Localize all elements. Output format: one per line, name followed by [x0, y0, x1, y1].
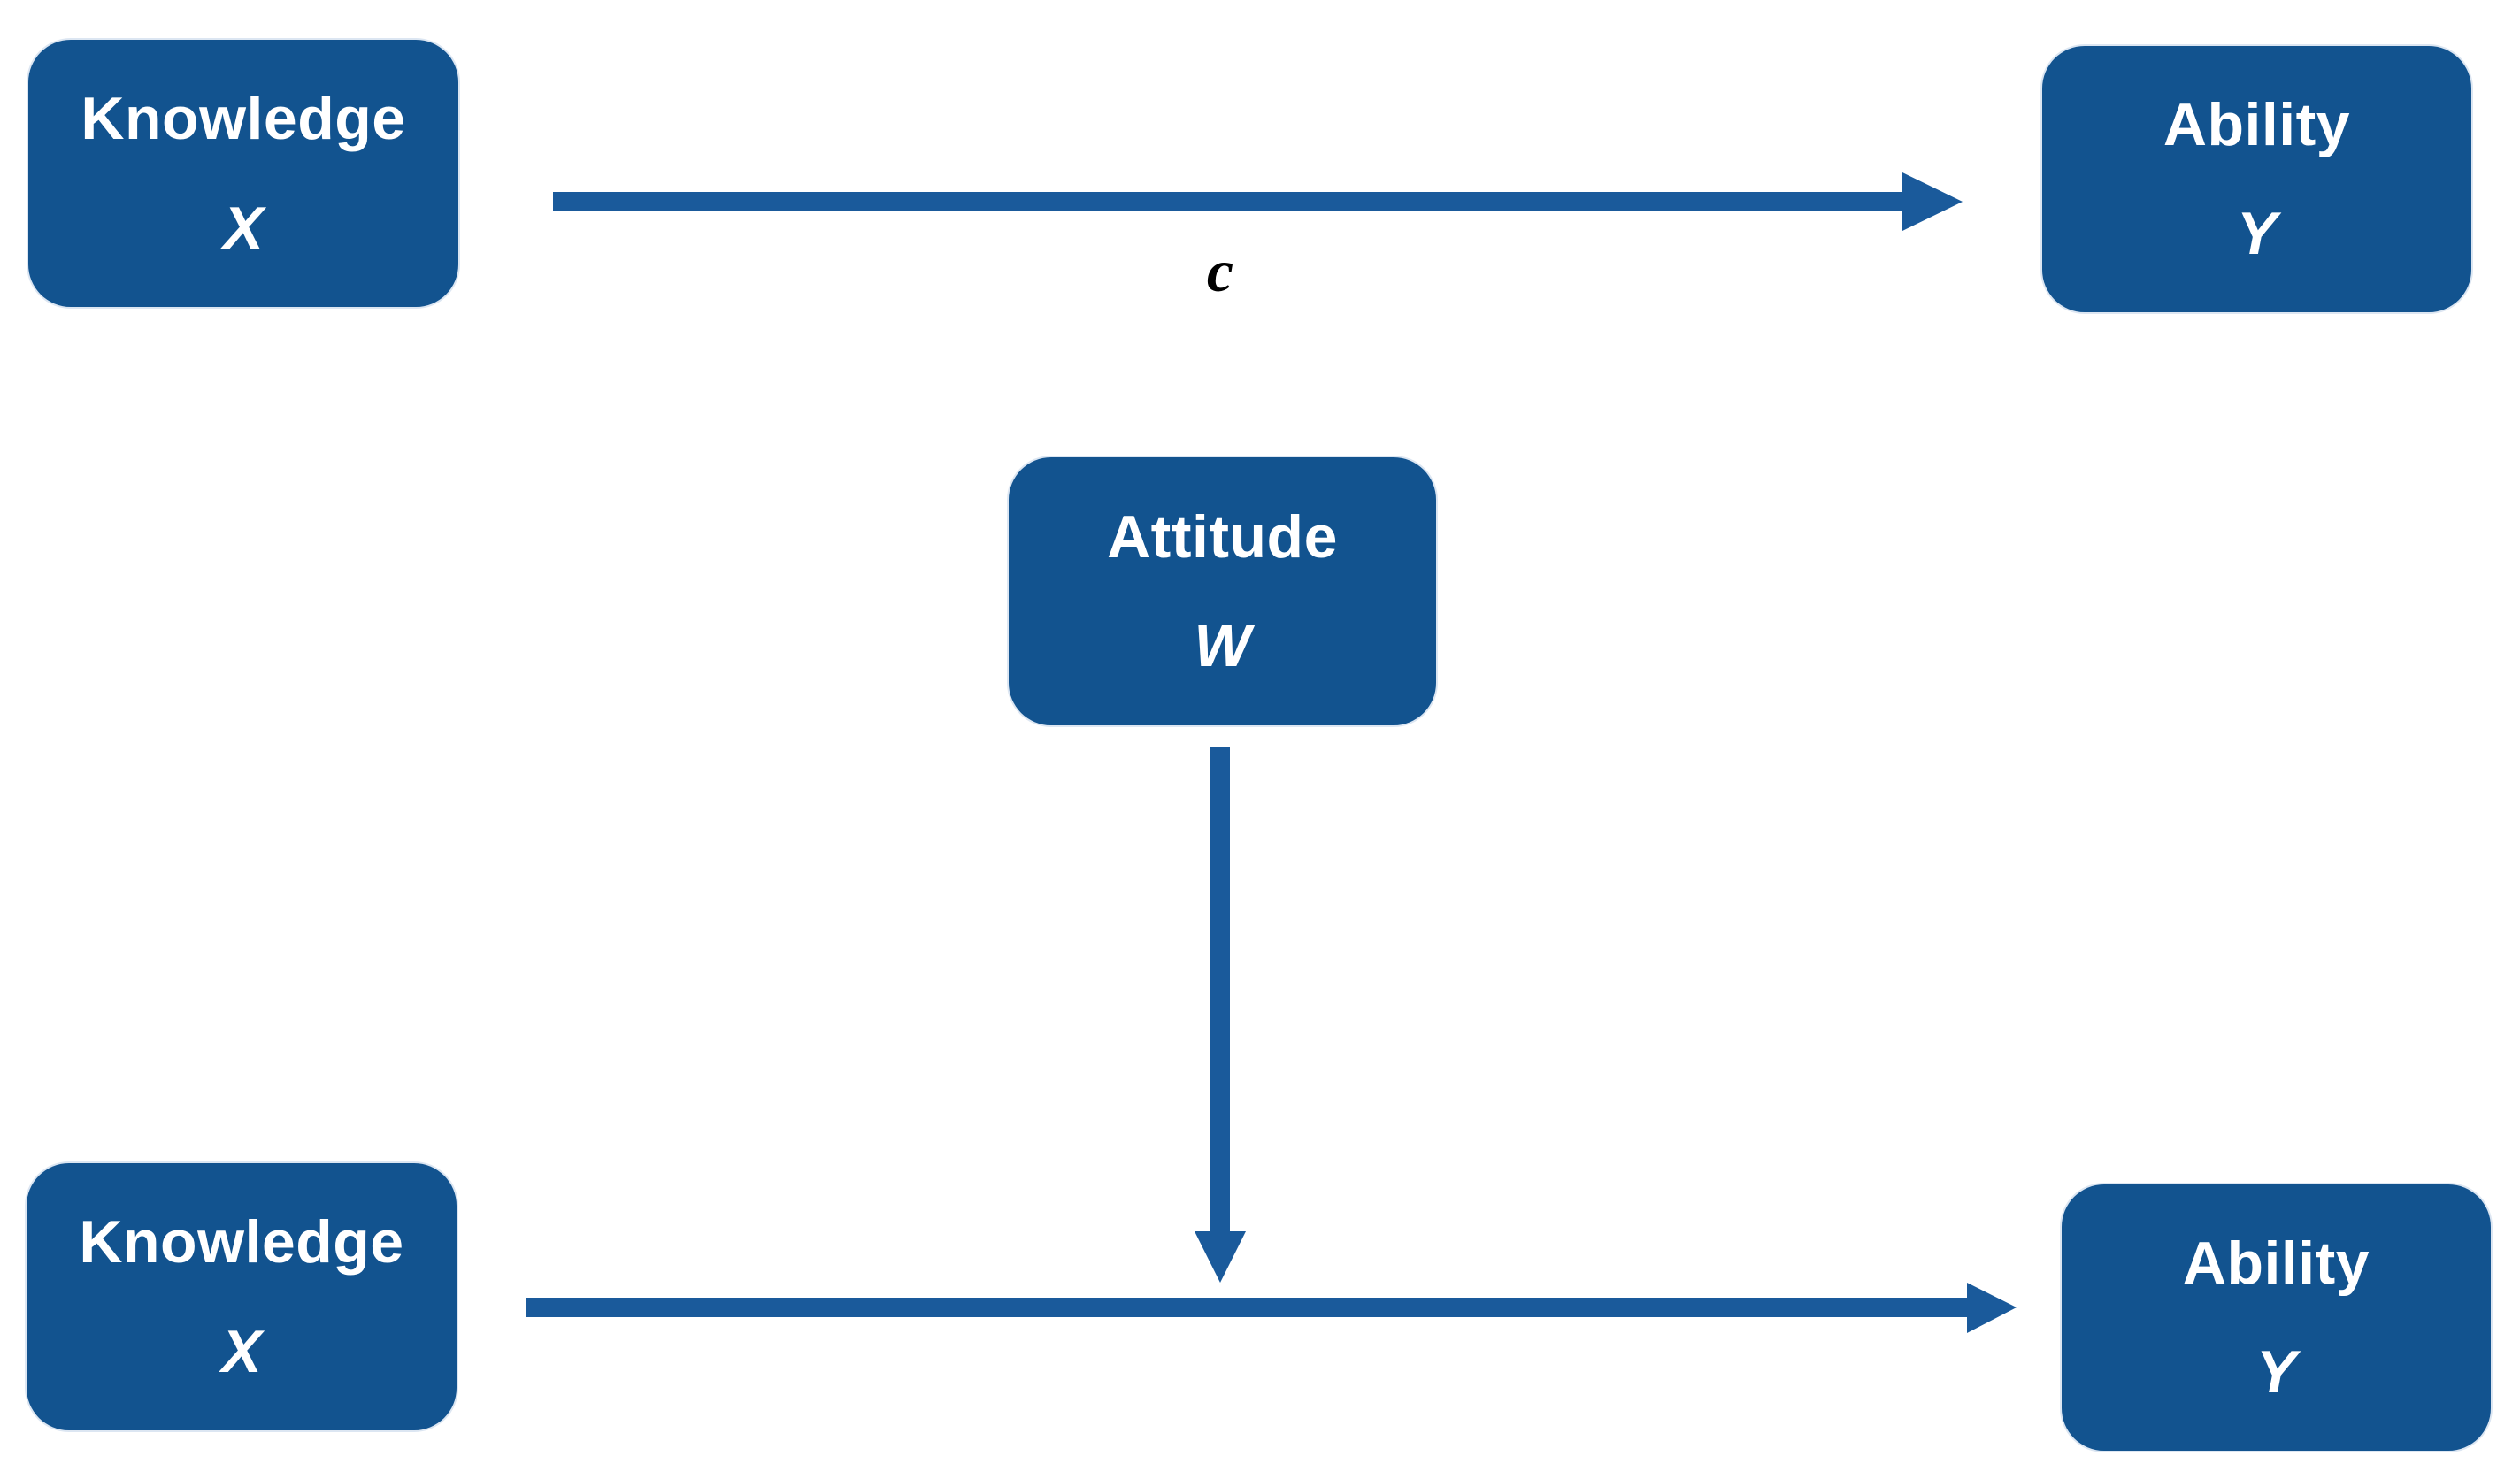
- arrow-knowledge-to-ability-bottom: [526, 1283, 2017, 1333]
- node-label: Ability: [2182, 1230, 2370, 1297]
- edge-label-c: c: [1206, 237, 1234, 304]
- arrow-knowledge-to-ability-top: [553, 172, 1963, 231]
- arrow-attitude-to-path: [1195, 747, 1246, 1283]
- node-knowledge-bottom: Knowledge X: [27, 1163, 457, 1430]
- node-symbol: Y: [2255, 1338, 2297, 1406]
- node-label: Attitude: [1107, 502, 1338, 571]
- node-ability-bottom: Ability Y: [2062, 1184, 2491, 1451]
- node-label: Ability: [2163, 91, 2351, 158]
- node-label: Knowledge: [81, 85, 406, 153]
- node-label: Knowledge: [79, 1208, 404, 1276]
- node-knowledge-top: Knowledge X: [28, 40, 458, 307]
- node-symbol: W: [1194, 612, 1251, 680]
- node-attitude: Attitude W: [1009, 457, 1436, 725]
- node-symbol: X: [221, 1317, 262, 1385]
- node-ability-top: Ability Y: [2042, 46, 2471, 312]
- node-symbol: Y: [2236, 200, 2278, 267]
- node-symbol: X: [223, 194, 264, 262]
